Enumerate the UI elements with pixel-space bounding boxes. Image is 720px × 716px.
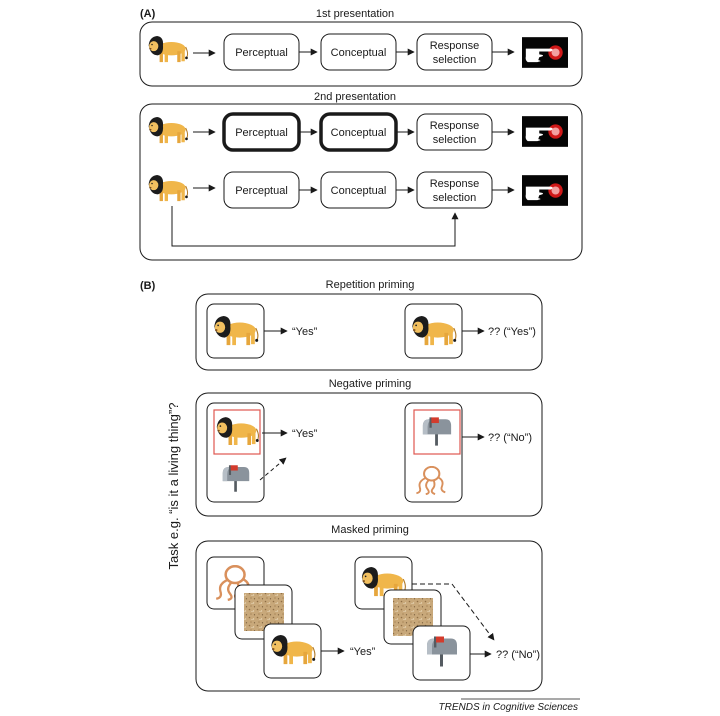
response-label: Response (430, 40, 480, 52)
first-presentation-frame (139, 21, 583, 87)
negative-priming-frame (195, 392, 543, 517)
selection-label: selection (433, 134, 476, 146)
bypass-arrow (171, 206, 459, 247)
hand-button-icon (522, 37, 568, 68)
prime-response: “Yes” (350, 646, 376, 658)
masked-priming-title: Masked priming (331, 524, 409, 536)
journal-name: TRENDS in Cognitive Sciences (439, 702, 579, 713)
lion-icon (148, 116, 189, 144)
first-presentation-title: 1st presentation (316, 8, 394, 20)
prime-response: “Yes” (292, 326, 318, 338)
panel-b-label: (B) (140, 280, 156, 292)
conceptual-label: Conceptual (331, 185, 387, 197)
attended-highlight (413, 409, 461, 455)
selection-label: selection (433, 54, 476, 66)
perceptual-label: Perceptual (235, 185, 288, 197)
conceptual-label: Conceptual (331, 47, 387, 59)
masked-priming-frame (195, 540, 543, 692)
panel-a-label: (A) (140, 8, 156, 20)
lion-icon (148, 35, 189, 63)
negative-priming-title: Negative priming (329, 378, 412, 390)
hand-button-icon (522, 116, 568, 147)
perceptual-label: Perceptual (235, 127, 288, 139)
hand-button-icon (522, 175, 568, 206)
conceptual-label: Conceptual (331, 127, 387, 139)
prime-response: “Yes” (292, 428, 318, 440)
ignored-arrow (259, 457, 287, 481)
second-presentation-title: 2nd presentation (314, 91, 396, 103)
response-label: Response (430, 120, 480, 132)
probe-response: ?? (“Yes”) (488, 326, 536, 338)
response-label: Response (430, 178, 480, 190)
masked-influence-arrow (412, 583, 495, 641)
repetition-priming-title: Repetition priming (326, 279, 415, 291)
task-side-label: Task e.g. “is it a living thing”? (166, 403, 181, 570)
second-presentation-frame (139, 103, 583, 261)
lion-icon (148, 174, 189, 202)
attended-highlight (213, 409, 261, 455)
selection-label: selection (433, 192, 476, 204)
repetition-priming-frame (195, 293, 543, 371)
probe-response: ?? (“No”) (496, 649, 540, 661)
perceptual-stage-facilitated (222, 112, 301, 152)
perceptual-label: Perceptual (235, 47, 288, 59)
probe-response: ?? (“No”) (488, 432, 532, 444)
conceptual-stage-facilitated (319, 112, 398, 152)
